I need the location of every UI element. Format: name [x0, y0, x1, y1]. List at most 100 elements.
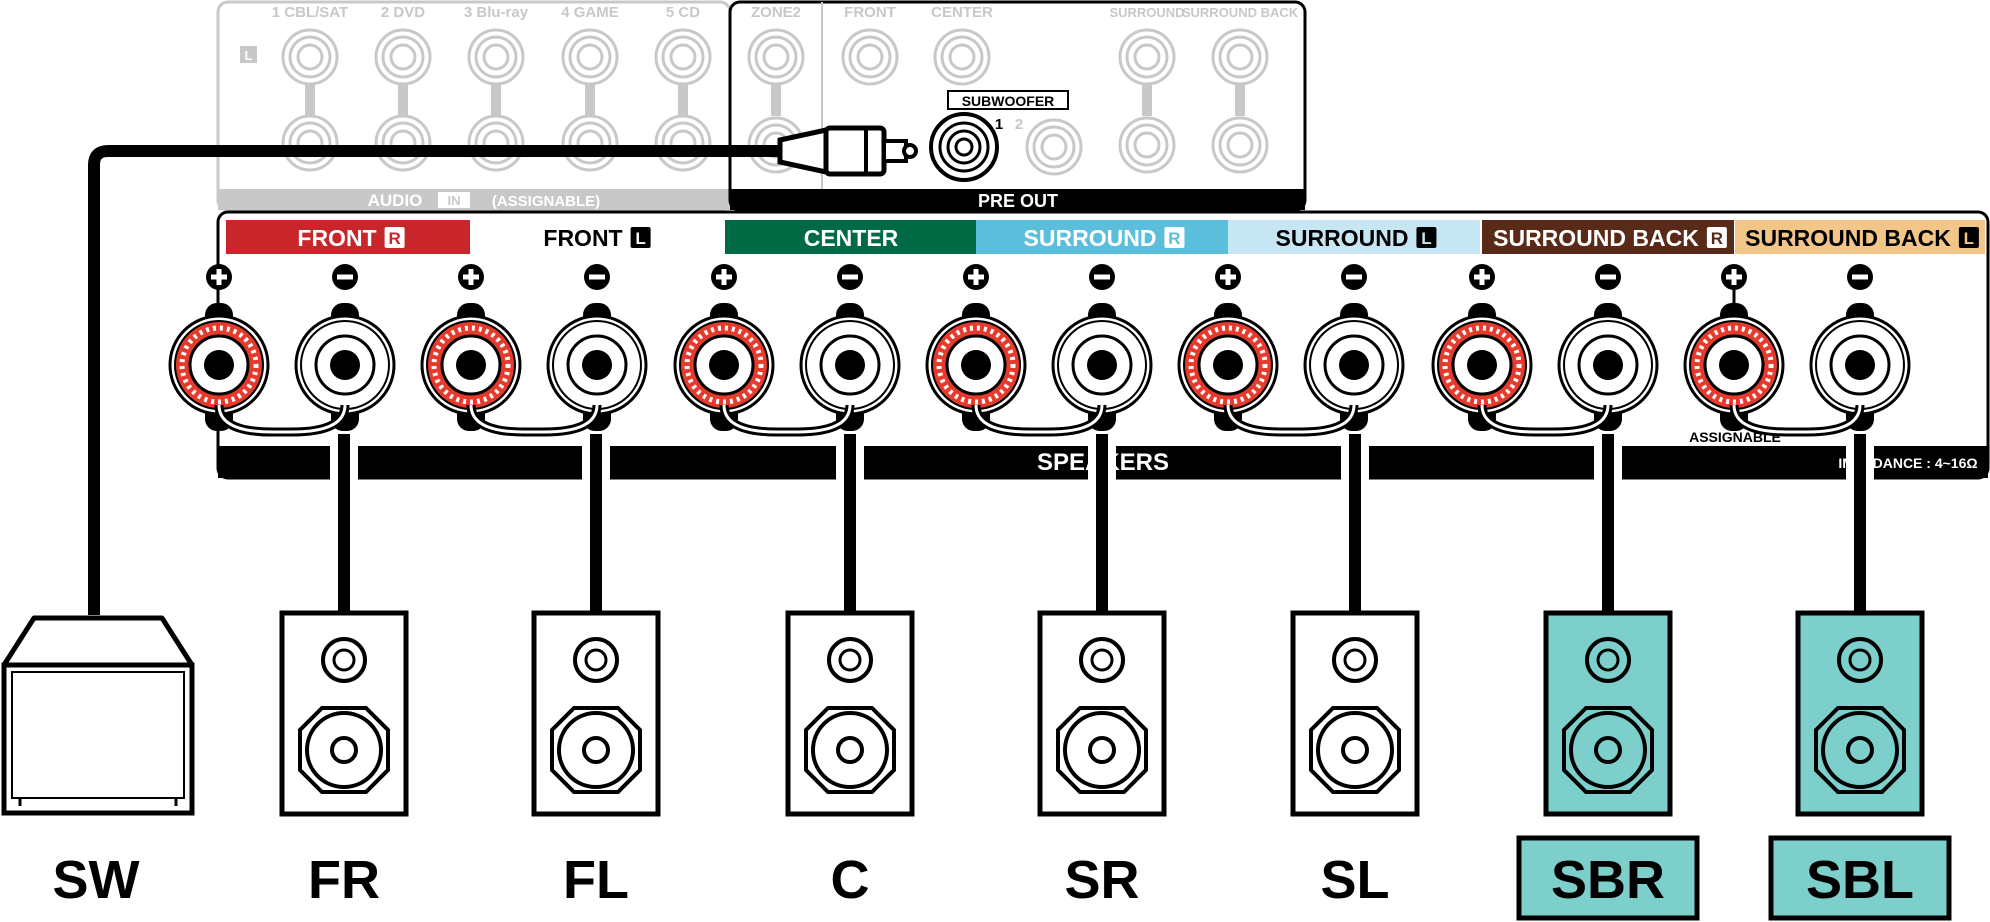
speaker-label: FL — [563, 850, 629, 910]
speaker-label: SL — [1320, 850, 1389, 910]
minus-terminal — [294, 303, 396, 431]
speaker-label: SR — [1064, 850, 1139, 910]
audio-in-jack-link — [398, 84, 408, 116]
audio-in-jack-r — [281, 114, 339, 172]
bookshelf-speaker-icon — [279, 610, 409, 817]
woofer-icon — [1562, 706, 1654, 794]
minus-sign-icon — [332, 264, 358, 290]
pre-out-jack-link — [1235, 84, 1245, 116]
channel-side-letter: R — [1711, 229, 1723, 248]
audio-in-input-label: 5 CD — [666, 4, 700, 21]
channel-name: SURROUND — [1276, 225, 1409, 251]
channel-side-letter: R — [1168, 229, 1180, 248]
minus-terminal — [546, 303, 648, 431]
plus-sign-icon — [1469, 264, 1495, 290]
subwoofer-2-jack — [1025, 118, 1083, 176]
plus-terminal — [1177, 303, 1279, 431]
subwoofer-port-1: 1 — [995, 116, 1003, 133]
audio-in-input-label: 3 Blu-ray — [464, 4, 529, 21]
minus-sign-icon — [1089, 264, 1115, 290]
audio-in-in-tag: IN — [448, 193, 461, 208]
speaker-label: FR — [308, 850, 380, 910]
channel-side-badge — [384, 227, 405, 248]
bookshelf-speaker-icon — [1290, 610, 1420, 817]
subwoofer-1-jack — [929, 112, 999, 182]
audio-in-jack-l — [654, 28, 712, 86]
woofer-icon — [1309, 706, 1401, 794]
audio-in-label: AUDIO — [368, 191, 423, 210]
channel-side-badge — [1164, 227, 1185, 248]
speaker-label-box — [1768, 835, 1952, 921]
audio-in-jack-link — [305, 84, 315, 116]
audio-in-jack-l — [374, 28, 432, 86]
audio-in-jack-l — [561, 28, 619, 86]
speaker-sbr: SBR — [1516, 610, 1700, 921]
speaker-cable — [719, 404, 864, 612]
speaker-cable — [1223, 404, 1369, 612]
pre-out-jack — [933, 28, 991, 86]
pre-out-column-label: SURROUND — [1109, 5, 1184, 20]
pre-out-jack — [1118, 116, 1176, 174]
speaker-c: C — [785, 610, 915, 910]
speaker-label: C — [831, 850, 870, 910]
channel-name: SURROUND — [1024, 225, 1157, 251]
channel-side-badge — [630, 227, 651, 248]
minus-terminal — [1051, 303, 1153, 431]
subwoofer-port-2: 2 — [1015, 116, 1023, 133]
pre-out-column-label: SURROUND BACK — [1182, 5, 1299, 20]
pre-out-jack — [1211, 116, 1269, 174]
speaker-sw: SW — [1, 615, 195, 910]
plus-terminal — [168, 303, 270, 431]
bookshelf-speaker-icon — [785, 610, 915, 817]
plus-terminal — [420, 303, 522, 431]
speaker-cable — [971, 404, 1116, 612]
speaker-label: SBR — [1551, 850, 1665, 910]
bookshelf-speaker-icon — [1037, 610, 1167, 817]
speaker-fr: FR — [279, 610, 409, 910]
audio-in-jack-r — [374, 114, 432, 172]
minus-terminal — [1557, 303, 1659, 431]
woofer-icon — [1056, 706, 1148, 794]
bookshelf-speaker-icon — [531, 610, 661, 817]
audio-in-jack-r — [467, 114, 525, 172]
audio-in-input-label: 4 GAME — [561, 4, 619, 21]
subwoofer-icon — [1, 615, 195, 816]
rca-plug-icon — [777, 125, 918, 177]
speaker-sbl: SBL — [1768, 610, 1952, 921]
woofer-icon — [298, 706, 390, 794]
left-channel-marker-text: L — [245, 48, 253, 63]
channel-header: SURROUND R — [976, 220, 1228, 254]
channel-name: CENTER — [804, 225, 899, 251]
channel-side-letter: R — [388, 229, 400, 248]
woofer-icon — [1814, 706, 1906, 794]
plus-terminal — [925, 303, 1027, 431]
channel-side-badge — [1706, 227, 1727, 248]
audio-in-jack-r — [561, 114, 619, 172]
channel-side-letter: L — [635, 229, 645, 248]
plus-terminal — [1683, 303, 1785, 431]
pre-out-jack-link — [771, 84, 781, 116]
channel-side-letter: L — [1964, 229, 1974, 248]
audio-in-jack-link — [491, 84, 501, 116]
pre-out-column-label: FRONT — [844, 4, 896, 21]
plus-sign-icon — [1215, 264, 1241, 290]
channel-header: SURROUND BACK R — [1482, 220, 1734, 254]
speaker-label: SW — [53, 850, 140, 910]
pre-out-jack — [747, 28, 805, 86]
minus-sign-icon — [1341, 264, 1367, 290]
minus-sign-icon — [584, 264, 610, 290]
audio-in-jack-link — [585, 84, 595, 116]
plus-terminal — [1431, 303, 1533, 431]
minus-sign-icon — [1847, 264, 1873, 290]
pre-out-label: PRE OUT — [978, 191, 1058, 211]
pre-out-jack — [841, 28, 899, 86]
audio-in-assignable: (ASSIGNABLE) — [492, 193, 600, 210]
channel-name: SURROUND BACK — [1493, 225, 1699, 251]
speaker-cable — [214, 404, 358, 612]
